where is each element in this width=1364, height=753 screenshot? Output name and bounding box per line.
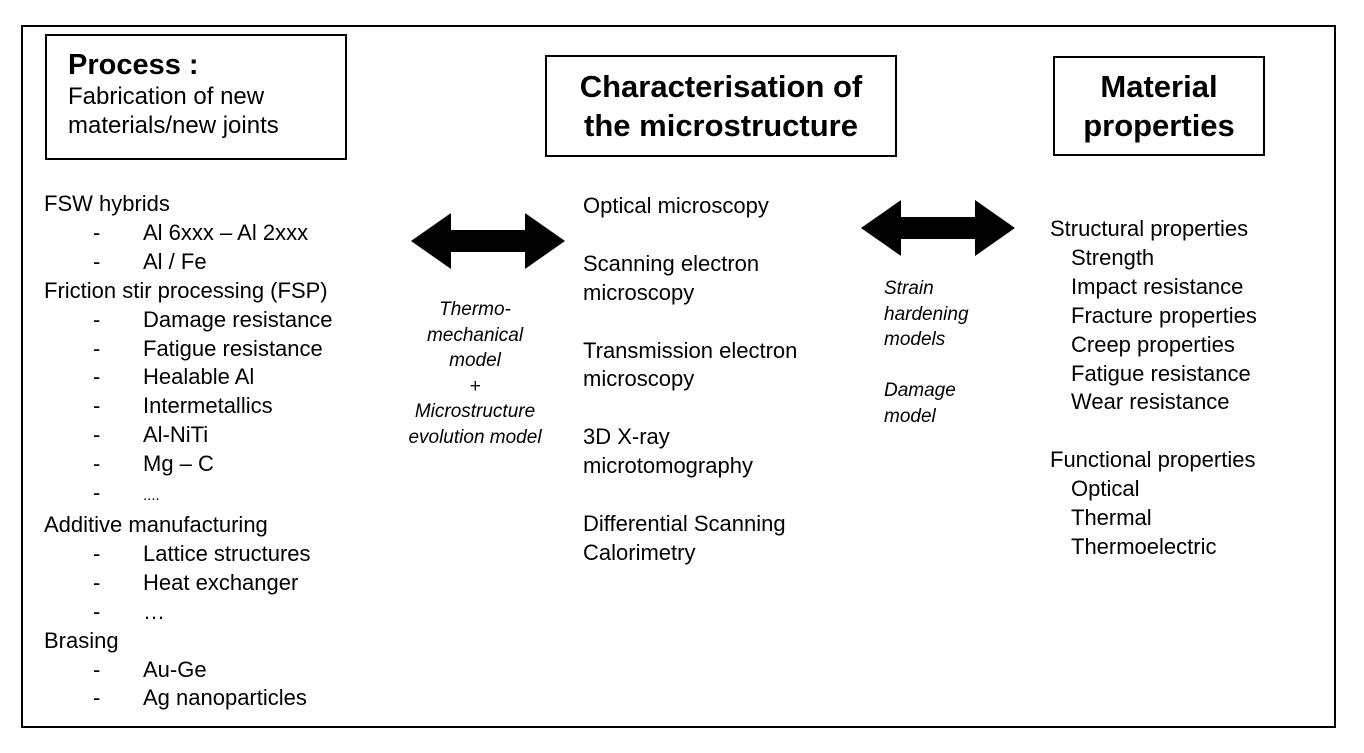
diagram-frame [21, 25, 1336, 728]
property-item: Impact resistance [1071, 273, 1244, 299]
double-arrow-left [411, 213, 565, 269]
double-arrow-right-shape [861, 200, 1015, 256]
thermo-mechanical-model-label: Thermo- mechanical model + Microstructur… [408, 299, 542, 448]
process-list-subitem: -Ag nanoparticles [44, 684, 384, 713]
process-list: FSW hybrids -Al 6xxx – Al 2xxx -Al / Fe … [44, 190, 384, 713]
strain-damage-models-label: Strain hardening models Damage model [884, 278, 969, 427]
characterisation-title-line-1: Characterisation of [579, 69, 863, 104]
bullet-dash: - [93, 569, 101, 595]
process-list-subitem: -Fatigue resistance [44, 335, 384, 364]
bullet-dash: - [93, 422, 101, 448]
characterisation-title-line-2: the microstructure [584, 108, 858, 143]
material-title-line-2: properties [1083, 108, 1235, 143]
process-list-item: Friction stir processing (FSP) [44, 277, 328, 303]
technique-item: Scanning electron microscopy [583, 250, 760, 305]
process-list-subitem: -Heat exchanger [44, 569, 384, 598]
technique-item: Differential Scanning Calorimetry [583, 510, 786, 565]
characterisation-box: Characterisation of the microstructure [545, 55, 897, 157]
property-item: Thermoelectric [1071, 533, 1217, 559]
technique-item: 3D X-ray microtomography [583, 424, 753, 479]
bullet-dash: - [93, 598, 101, 624]
bullet-dash: - [93, 364, 101, 390]
bullet-dash: - [93, 480, 101, 506]
process-list-subitem: -Al 6xxx – Al 2xxx [44, 219, 384, 248]
property-item: Thermal [1071, 505, 1152, 531]
bullet-dash: - [93, 219, 101, 245]
property-item: Optical [1071, 476, 1140, 502]
process-list-subitem: -… [44, 598, 384, 627]
bullet-dash: - [93, 451, 101, 477]
property-item: Wear resistance [1071, 389, 1230, 415]
property-item: Strength [1071, 244, 1155, 270]
material-properties-list: Structural properties Strength Impact re… [1050, 215, 1257, 562]
process-list-item: Brasing [44, 627, 119, 653]
bullet-dash: - [93, 656, 101, 682]
double-arrow-left-shape [411, 213, 565, 269]
process-list-subitem: -Healable Al [44, 363, 384, 392]
characterisation-techniques: Optical microscopy Scanning electron mic… [583, 192, 797, 597]
process-subtitle-line-1: Fabrication of new [68, 83, 265, 110]
process-box: Process : Fabrication of new materials/n… [45, 34, 347, 160]
bullet-dash: - [93, 335, 101, 361]
bullet-dash: - [93, 685, 101, 711]
property-item: Creep properties [1071, 331, 1235, 357]
bullet-dash: - [93, 306, 101, 332]
process-list-subitem: -Mg – C [44, 450, 384, 479]
process-list-subitem: -Intermetallics [44, 392, 384, 421]
material-title-line-1: Material [1100, 69, 1218, 104]
technique-item: Transmission electron microscopy [583, 337, 798, 392]
property-item: Fracture properties [1071, 302, 1257, 328]
process-list-subitem: -Al-NiTi [44, 421, 384, 450]
process-list-subitem: -.... [44, 479, 384, 511]
process-list-item: FSW hybrids [44, 191, 170, 216]
process-title: Process : [68, 49, 199, 81]
process-subtitle-line-2: materials/new joints [68, 112, 279, 139]
bullet-dash: - [93, 393, 101, 419]
structural-properties-heading: Structural properties [1050, 216, 1249, 241]
property-item: Fatigue resistance [1071, 360, 1251, 386]
technique-item: Optical microscopy [583, 193, 769, 218]
process-list-subitem: -Au-Ge [44, 656, 384, 685]
double-arrow-right [861, 200, 1015, 256]
material-properties-box: Material properties [1053, 56, 1265, 156]
process-list-subitem: -Al / Fe [44, 248, 384, 277]
process-list-subitem: -Lattice structures [44, 540, 384, 569]
process-list-subitem: -Damage resistance [44, 306, 384, 335]
process-list-item: Additive manufacturing [44, 511, 268, 537]
bullet-dash: - [93, 248, 101, 274]
functional-properties-heading: Functional properties [1050, 447, 1256, 473]
bullet-dash: - [93, 540, 101, 566]
